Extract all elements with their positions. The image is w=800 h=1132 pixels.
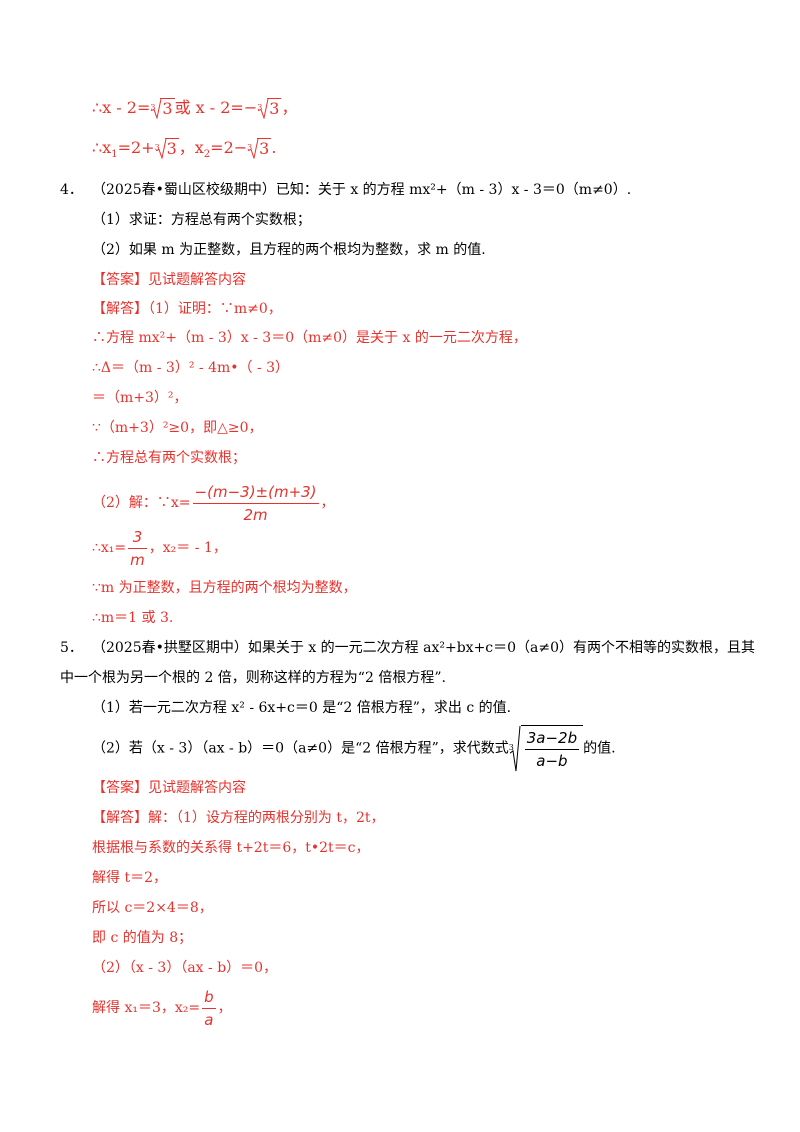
q5-part1: （1）若一元二次方程 x² - 6x+c＝0 是“2 倍根方程”，求出 c 的值… bbox=[92, 700, 512, 716]
q4-number: 4． bbox=[60, 182, 83, 198]
q4-text: （2025春•蜀山区校级期中）已知：关于 x 的方程 mx²+（m - 3）x … bbox=[92, 182, 632, 198]
q4-part2: （2）如果 m 为正整数，且方程的两个根均为整数，求 m 的值. bbox=[92, 242, 486, 258]
fraction: −(m−3)±(m+3)2m bbox=[192, 482, 319, 524]
q4-sol-1: 【解答】（1）证明：∵m≠0， bbox=[92, 301, 282, 317]
q5-answer: 【答案】见试题解答内容 bbox=[92, 780, 246, 796]
q4-sol-2: ∴方程 mx²+（m - 3）x - 3＝0（m≠0）是关于 x 的一元二次方程… bbox=[92, 330, 527, 346]
q5-number: 5． bbox=[60, 640, 83, 656]
q5-sol-1: 【解答】解：（1）设方程的两根分别为 t，2t， bbox=[92, 810, 385, 826]
q5-text-1: （2025春•拱墅区期中）如果关于 x 的一元二次方程 ax²+bx+c＝0（a… bbox=[92, 640, 756, 656]
q4-sol-3: ∴Δ＝（m - 3）² - 4m•（ - 3） bbox=[92, 360, 290, 376]
q5-sol-6: （2）（x - 3）（ax - b）＝0， bbox=[92, 960, 278, 976]
q5-part2: （2）若（x - 3）（ax - b）＝0（a≠0）是“2 倍根方程”，求代数式… bbox=[92, 725, 616, 772]
top-l1-text: ∴x - 2= bbox=[92, 98, 151, 117]
q5-sol-4: 所以 c＝2×4＝8， bbox=[92, 900, 213, 916]
q5-sol-3: 解得 t＝2， bbox=[92, 870, 167, 886]
q5-text-2: 中一个根为另一个根的 2 倍，则称这样的方程为“2 倍根方程”. bbox=[60, 670, 446, 686]
q5-sol-2: 根据根与系数的关系得 t+2t＝6，t•2t＝c， bbox=[92, 840, 370, 856]
q4-sol-6: ∴方程总有两个实数根； bbox=[92, 450, 246, 466]
q4-sol-7: （2）解：∵x=−(m−3)±(m+3)2m， bbox=[92, 482, 335, 524]
q4-sol-4: ＝（m+3）²， bbox=[92, 390, 188, 406]
q4-sol-9: ∵m 为正整数，且方程的两个根均为整数， bbox=[92, 580, 357, 596]
q4-answer: 【答案】见试题解答内容 bbox=[92, 272, 246, 288]
q4-part1: （1）求证：方程总有两个实数根； bbox=[92, 212, 311, 228]
q4-sol-10: ∴m＝1 或 3. bbox=[92, 610, 174, 626]
q4-sol-5: ∵（m+3）²≥0，即△≥0， bbox=[92, 420, 263, 436]
q5-sol-5: 即 c 的值为 8； bbox=[92, 930, 193, 946]
